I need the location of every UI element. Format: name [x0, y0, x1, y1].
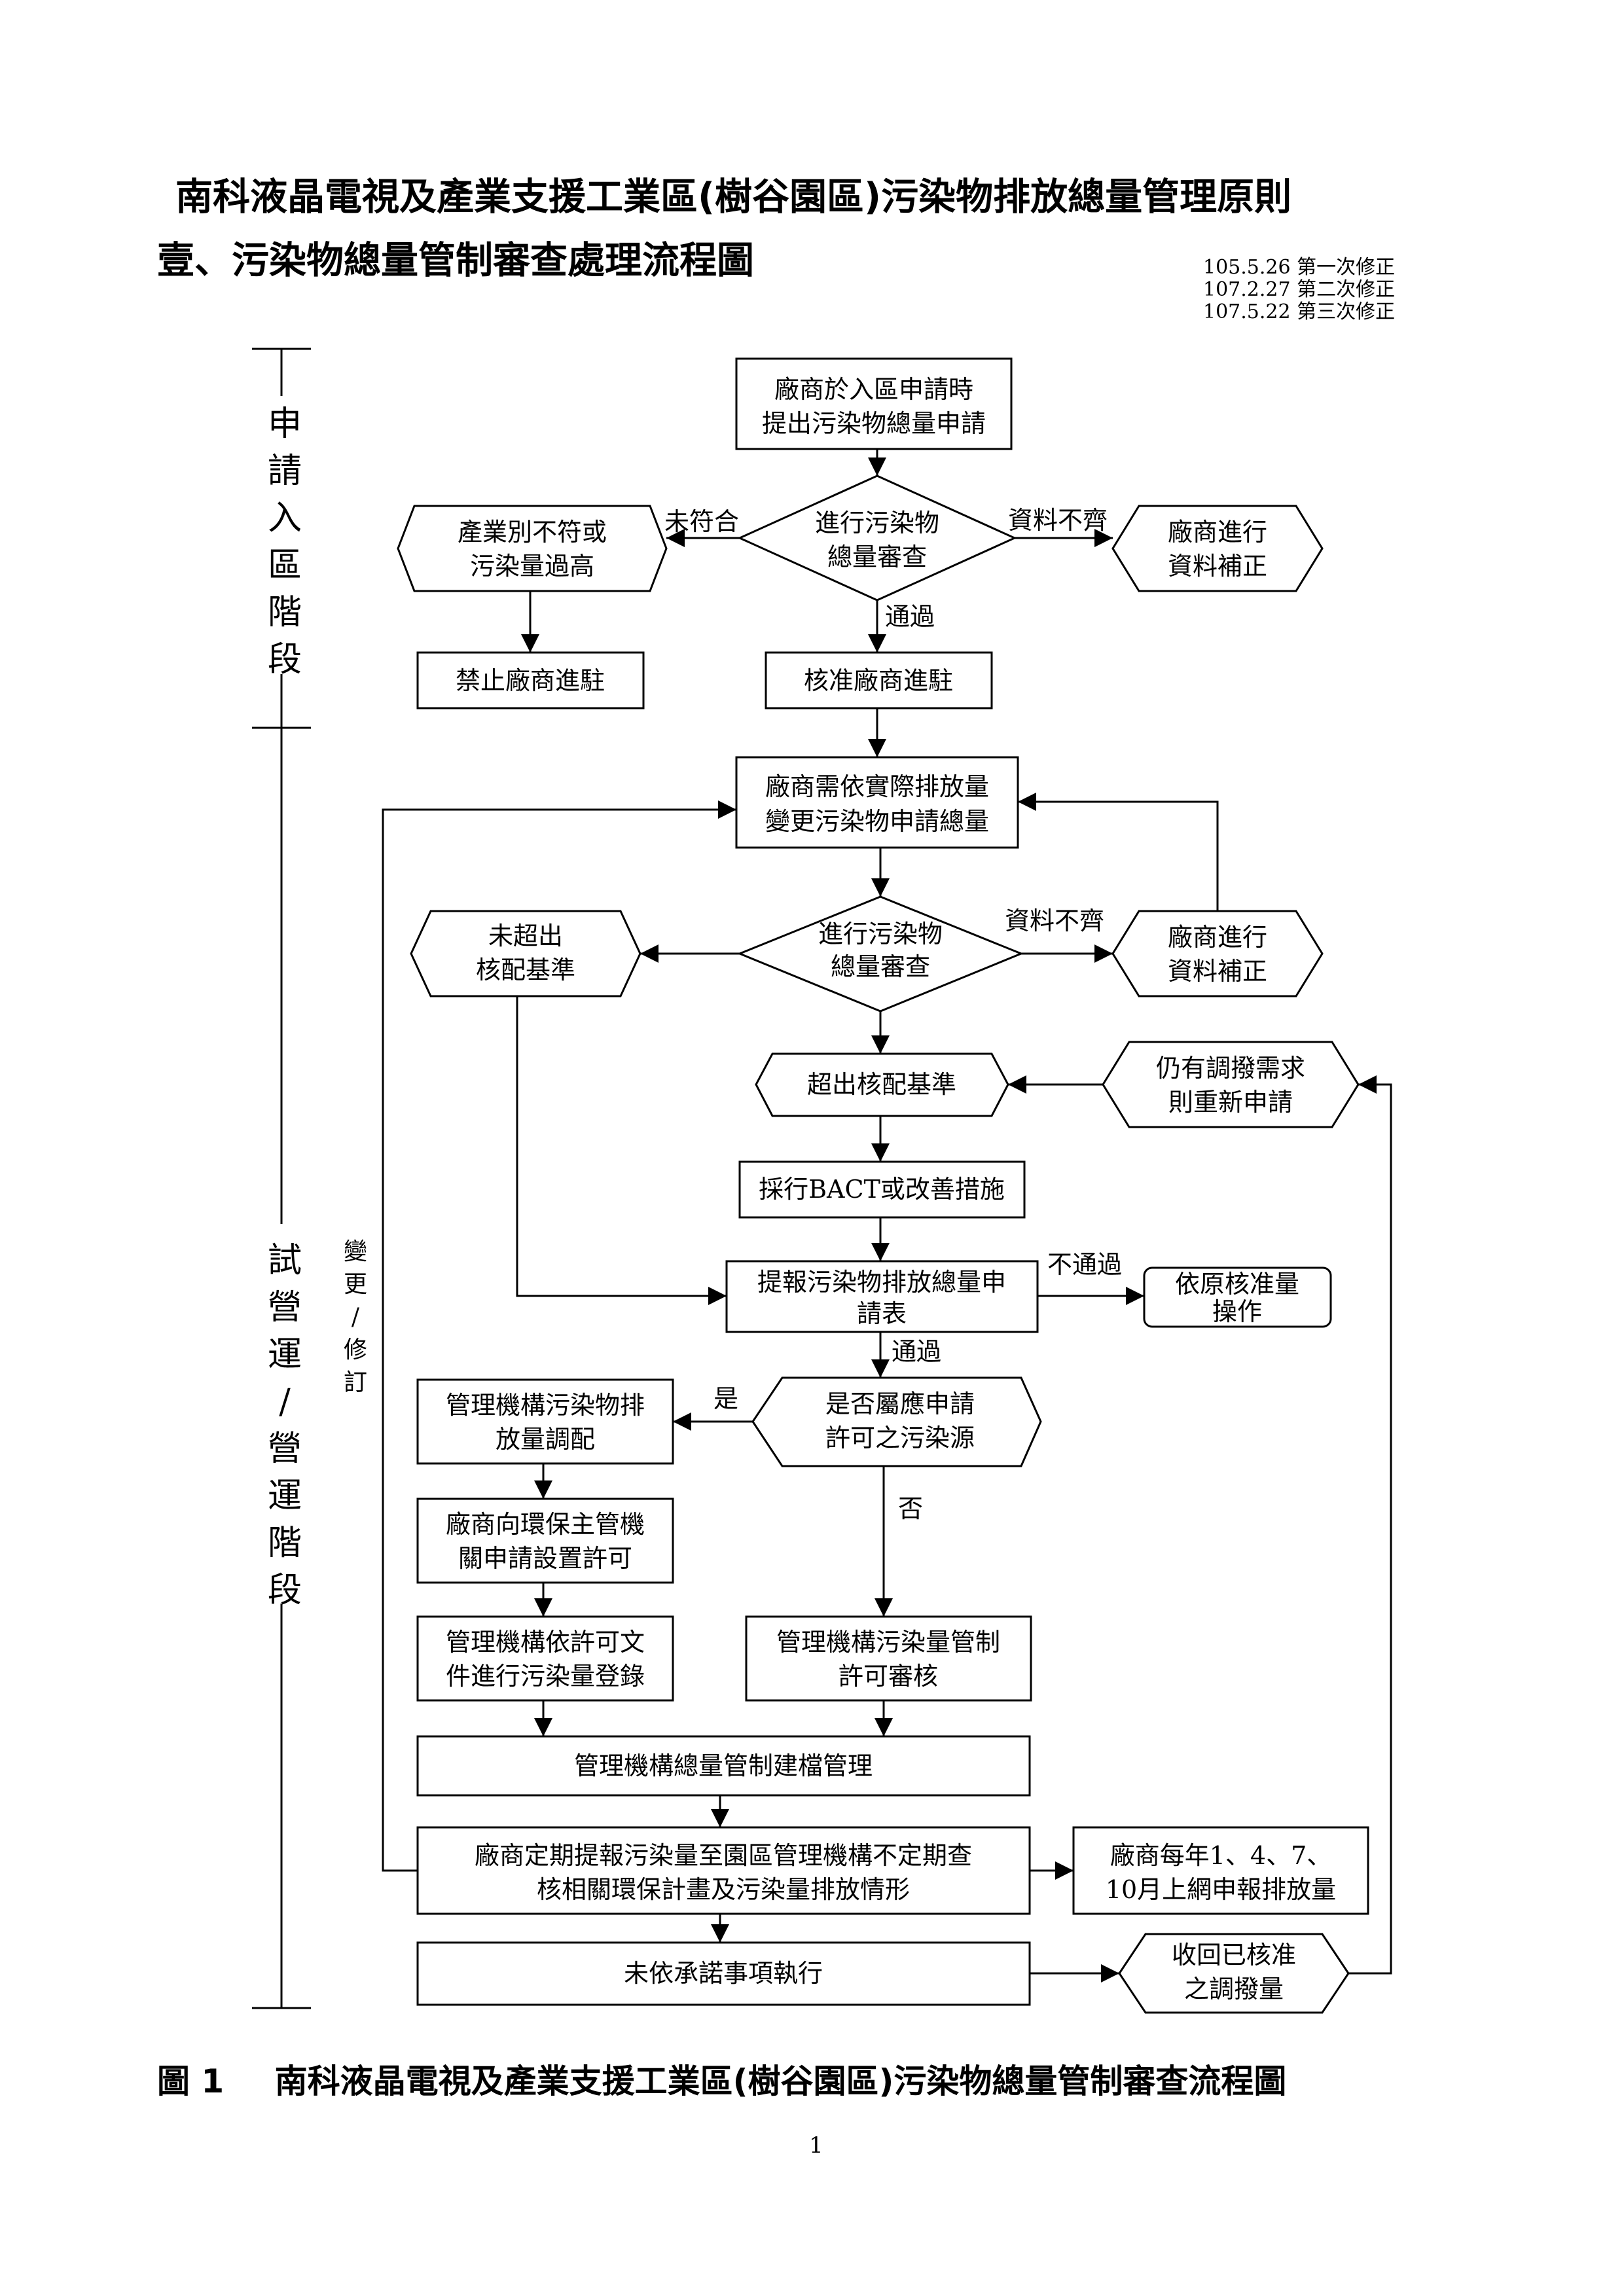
figure-number: 圖 1 — [157, 2062, 225, 2100]
original-quota-line-2: 操作 — [1212, 1297, 1262, 1326]
reapply-line-2: 則重新申請 — [1168, 1088, 1293, 1117]
node-exceed-baseline-hex — [755, 1052, 1009, 1117]
node-allocate-box — [416, 1378, 674, 1465]
report-line-1: 提報污染物排放總量申 — [757, 1268, 1006, 1297]
permit-review-line-1: 管理機構污染量管制 — [776, 1628, 1000, 1657]
within-baseline-line-2: 核配基準 — [476, 956, 575, 984]
report-line-2: 請表 — [857, 1299, 907, 1328]
node-original-quota-box — [1143, 1266, 1332, 1328]
online-line-2: 10月上網申報排放量 — [1106, 1875, 1336, 1904]
stage-brackets — [252, 348, 311, 2009]
edge-label-pass-2: 通過 — [892, 1337, 941, 1366]
reapply-line-1: 仍有調撥需求 — [1156, 1054, 1305, 1083]
permit-source-line-2: 許可之污染源 — [825, 1424, 975, 1452]
allocate-line-1: 管理機構污染物排 — [446, 1391, 645, 1420]
node-filing-box — [416, 1735, 1031, 1797]
review1-line-2: 總量審查 — [827, 543, 927, 571]
node-ban-box — [416, 651, 645, 709]
node-online-report-box — [1072, 1826, 1369, 1915]
exceed-baseline-text: 超出核配基準 — [807, 1070, 956, 1099]
register-line-2: 件進行污染量登錄 — [446, 1662, 645, 1691]
stage-label-operation: 試 營 運 / 營 運 階 段 — [267, 1241, 302, 1610]
edge-label-noncompliant: 未符合 — [664, 507, 739, 536]
node-periodic-report-box — [416, 1826, 1031, 1915]
periodic-line-1: 廠商定期提報污染量至園區管理機構不定期查 — [475, 1841, 972, 1870]
node-supplement-hex-1 — [1111, 505, 1324, 592]
online-line-1: 廠商每年1、4、7、 — [1110, 1841, 1332, 1870]
recall-line-1: 收回已核准 — [1172, 1941, 1296, 1969]
permit-review-line-2: 許可審核 — [839, 1662, 938, 1691]
bact-text: 採行BACT或改善措施 — [759, 1175, 1005, 1204]
application-line-1: 廠商於入區申請時 — [774, 375, 973, 404]
figure-caption: 圖 1 南科液晶電視及產業支援工業區(樹谷園區)污染物總量管制審查流程圖 — [157, 2055, 1286, 2102]
section-title: 壹、污染物總量管制審查處理流程圖 — [157, 239, 754, 282]
edge-label-no: 否 — [898, 1494, 923, 1523]
allocate-line-2: 放量調配 — [496, 1425, 595, 1454]
edge-label-incomplete-1: 資料不齊 — [1008, 506, 1108, 535]
supplement2-line-1: 廠商進行 — [1168, 923, 1267, 952]
application-line-2: 提出污染物總量申請 — [762, 409, 986, 438]
apply-permit-line-1: 廠商向環保主管機 — [446, 1510, 645, 1539]
document-title: 南科液晶電視及產業支援工業區(樹谷園區)污染物排放總量管理原則 — [175, 175, 1292, 219]
ban-text: 禁止廠商進駐 — [456, 666, 605, 695]
revision-history: 105.5.26 第一次修正 107.2.27 第二次修正 107.5.22 第… — [1203, 257, 1395, 323]
node-register-box — [416, 1615, 674, 1702]
original-quota-line-1: 依原核准量 — [1175, 1270, 1299, 1299]
supplement1-line-1: 廠商進行 — [1168, 518, 1267, 547]
permit-source-line-1: 是否屬應申請 — [825, 1390, 975, 1418]
node-bact-box — [738, 1160, 1026, 1219]
page-number: 1 — [809, 2132, 823, 2159]
edge-label-yes: 是 — [713, 1384, 738, 1413]
node-apply-permit-box — [416, 1498, 674, 1584]
change-line-1: 廠商需依實際排放量 — [765, 772, 989, 801]
register-line-1: 管理機構依許可文 — [446, 1628, 645, 1657]
recall-line-2: 之調撥量 — [1184, 1975, 1284, 2003]
revision-3: 107.5.22 第三次修正 — [1203, 300, 1396, 323]
review1-line-1: 進行污染物 — [815, 509, 939, 537]
figure-caption-text: 南科液晶電視及產業支援工業區(樹谷園區)污染物總量管制審查流程圖 — [274, 2062, 1287, 2100]
connectors — [382, 449, 1392, 1982]
edge-label-incomplete-2: 資料不齊 — [1005, 906, 1104, 935]
node-permit-review-box — [745, 1615, 1032, 1702]
revision-1: 105.5.26 第一次修正 — [1203, 256, 1396, 279]
node-within-baseline-hex — [410, 910, 641, 997]
node-review-decision-1 — [737, 475, 1017, 601]
supplement2-line-2: 資料補正 — [1168, 957, 1267, 986]
periodic-line-2: 核相關環保計畫及污染量排放情形 — [537, 1875, 910, 1904]
within-baseline-line-1: 未超出 — [488, 922, 563, 950]
edge-label-fail: 不通過 — [1047, 1250, 1122, 1279]
node-change-box — [735, 756, 1019, 849]
filing-text: 管理機構總量管制建檔管理 — [574, 1751, 873, 1780]
breach-text: 未依承諾事項執行 — [624, 1959, 823, 1988]
supplement1-line-2: 資料補正 — [1168, 552, 1267, 581]
change-loop-label: 變 更 / 修 訂 — [343, 1238, 367, 1396]
review2-line-2: 總量審查 — [831, 952, 930, 981]
node-approve-box — [765, 651, 993, 709]
apply-permit-line-2: 關申請設置許可 — [458, 1544, 632, 1573]
change-line-2: 變更污染物申請總量 — [765, 807, 989, 836]
stage-label-apply: 申 請 入 區 階 段 — [267, 404, 302, 679]
approve-text: 核准廠商進駐 — [804, 666, 953, 695]
revision-2: 107.2.27 第二次修正 — [1203, 278, 1396, 301]
edge-label-pass-1: 通過 — [885, 602, 935, 631]
review2-line-1: 進行污染物 — [818, 920, 943, 948]
node-application-box — [735, 357, 1013, 450]
noncompliant-line-2: 污染量過高 — [470, 552, 594, 581]
node-noncompliant-hex — [397, 505, 668, 592]
noncompliant-line-1: 產業別不符或 — [458, 518, 607, 547]
